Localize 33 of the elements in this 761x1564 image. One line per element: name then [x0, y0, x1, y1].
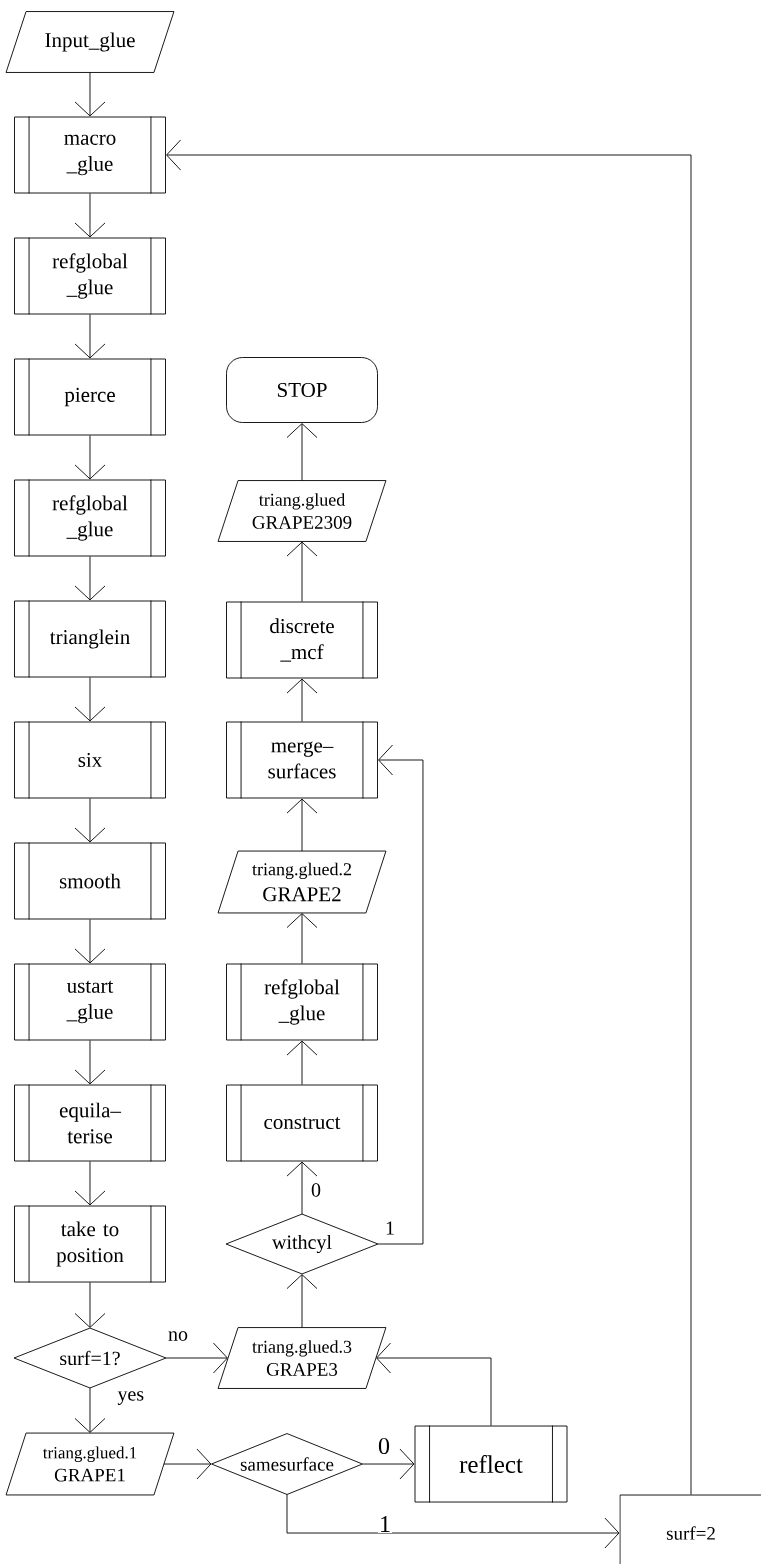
arrow — [286, 1494, 620, 1549]
process-box: surf=2 — [619, 1494, 761, 1564]
edge-label: yes — [116, 1390, 146, 1406]
edge-label: 0 — [310, 1182, 322, 1198]
data-parallelogram: triang.glued.2 GRAPE2 — [217, 850, 387, 914]
subroutine-box: six — [14, 721, 166, 799]
subroutine-box: refglobal _glue — [226, 963, 378, 1041]
subroutine-box: trianglein — [14, 600, 166, 678]
arrow — [166, 139, 692, 1495]
arrow — [165, 1342, 228, 1374]
data-parallelogram: triang.glued.1 GRAPE1 — [5, 1432, 175, 1496]
subroutine-box: reflect — [414, 1425, 568, 1503]
edge-label: 1 — [384, 1220, 396, 1236]
subroutine-box: equila– terise — [14, 1084, 166, 1162]
data-parallelogram: triang.glued GRAPE2309 — [217, 480, 387, 542]
edge-label: no — [167, 1330, 189, 1342]
subroutine-box: discrete _mcf — [226, 601, 378, 679]
subroutine-box: macro _glue — [14, 116, 166, 194]
subroutine-box: refglobal _glue — [14, 237, 166, 315]
data-parallelogram: Input_glue — [5, 11, 175, 73]
subroutine-box: refglobal _glue — [14, 479, 166, 557]
subroutine-box: ustart _glue — [14, 963, 166, 1041]
data-parallelogram: triang.glued.3 GRAPE3 — [217, 1327, 387, 1389]
arrow — [377, 744, 424, 1245]
edge-label: 0 — [377, 1436, 391, 1456]
arrow — [376, 1342, 492, 1426]
edge-label: 1 — [378, 1515, 392, 1533]
subroutine-box: merge– surfaces — [226, 721, 378, 799]
subroutine-box: pierce — [14, 358, 166, 436]
terminal-box: STOP — [226, 357, 378, 423]
subroutine-box: smooth — [14, 842, 166, 920]
subroutine-box: construct — [226, 1084, 378, 1162]
subroutine-box: take to position — [14, 1205, 166, 1283]
